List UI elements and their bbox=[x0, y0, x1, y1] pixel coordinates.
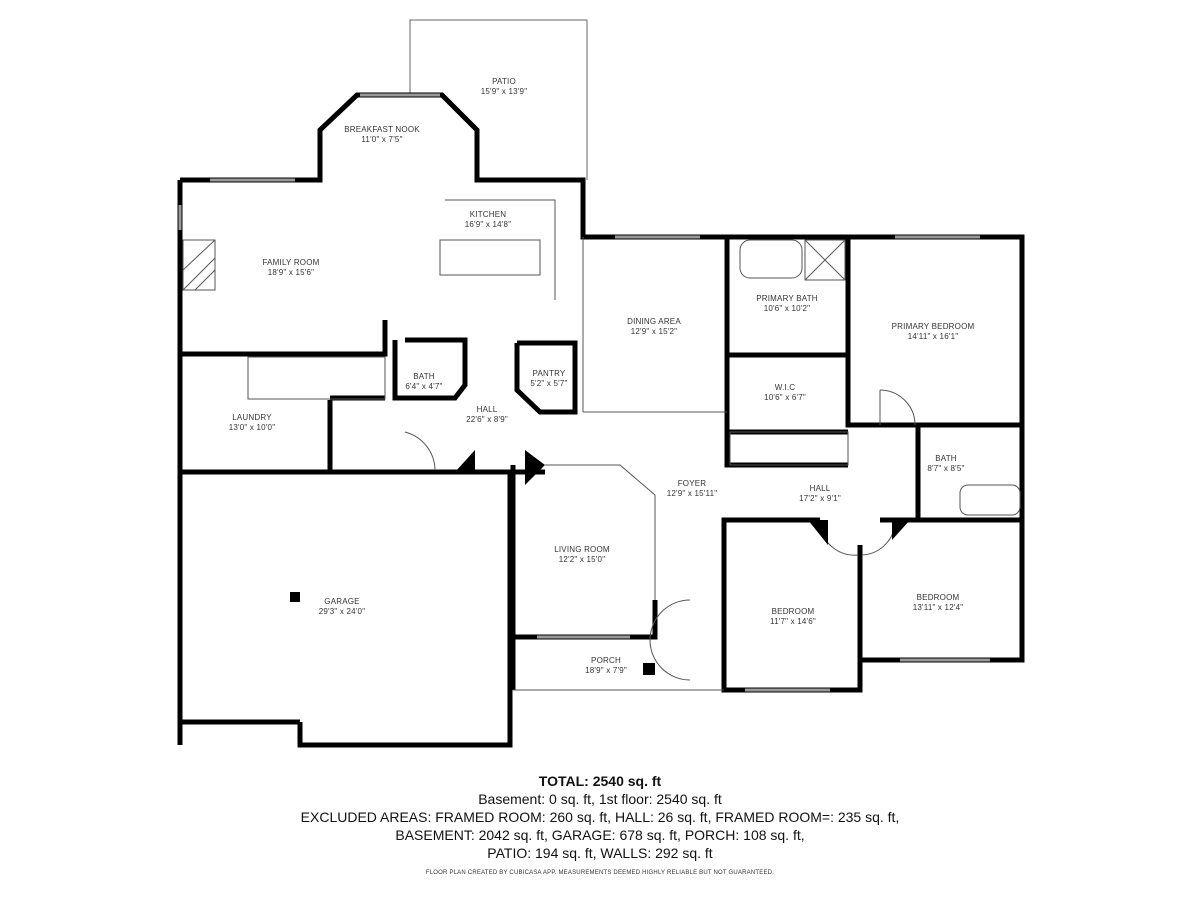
columns bbox=[290, 450, 910, 675]
room-name: PORCH bbox=[591, 656, 621, 665]
room-dims: 12'9" x 15'2" bbox=[630, 327, 678, 336]
room-dims: 10'6" x 6'7" bbox=[764, 393, 806, 402]
room-dims: 6'4" x 4'7" bbox=[405, 382, 443, 391]
room-dims: 12'2" x 15'0" bbox=[558, 555, 606, 564]
room-dims: 18'9" x 15'6" bbox=[267, 268, 315, 277]
room-name: HALL bbox=[809, 484, 831, 493]
patio-outline bbox=[409, 19, 588, 180]
credit-note: FLOOR PLAN CREATED BY CUBICASA APP. MEAS… bbox=[425, 870, 775, 876]
room-dims: 22'6" x 8'9" bbox=[466, 415, 508, 424]
room-dims: 13'0" x 10'0" bbox=[228, 423, 276, 432]
room-name: PRIMARY BEDROOM bbox=[891, 322, 975, 331]
room-name: W.I.C bbox=[774, 383, 796, 392]
room-dims: 29'3" x 24'0" bbox=[318, 607, 366, 616]
room-name: FAMILY ROOM bbox=[262, 258, 320, 267]
room-dims: 11'7" x 14'6" bbox=[770, 617, 816, 626]
room-dims: 8'7" x 8'5" bbox=[927, 464, 965, 473]
room-dims: 10'6" x 10'2" bbox=[763, 304, 811, 313]
room-dims: 13'11" x 12'4" bbox=[912, 603, 964, 612]
room-name: DINING AREA bbox=[627, 317, 681, 326]
room-name: PANTRY bbox=[532, 369, 566, 378]
room-name: FOYER bbox=[677, 479, 707, 488]
room-name: KITCHEN bbox=[469, 210, 507, 219]
room-dims: 11'0" x 7'5" bbox=[361, 135, 403, 144]
area-summary: TOTAL: 2540 sq. ft Basement: 0 sq. ft, 1… bbox=[0, 772, 1200, 862]
room-dims: 14'11" x 16'1" bbox=[907, 332, 959, 341]
room-name: LAUNDRY bbox=[232, 413, 272, 422]
room-name: BATH bbox=[935, 454, 957, 463]
excluded-areas-1: EXCLUDED AREAS: FRAMED ROOM: 260 sq. ft,… bbox=[300, 809, 900, 825]
room-name: LIVING ROOM bbox=[554, 545, 610, 554]
walls bbox=[177, 92, 1025, 748]
room-name: GARAGE bbox=[324, 597, 360, 606]
room-name: PRIMARY BATH bbox=[756, 294, 818, 303]
room-name: BATH bbox=[413, 372, 435, 381]
room-dims: 18'9" x 7'9" bbox=[585, 666, 627, 675]
excluded-areas-3: PATIO: 194 sq. ft, WALLS: 292 sq. ft bbox=[487, 845, 713, 861]
floor-areas: Basement: 0 sq. ft, 1st floor: 2540 sq. … bbox=[478, 791, 722, 807]
window-markers bbox=[178, 93, 990, 692]
excluded-areas-2: BASEMENT: 2042 sq. ft, GARAGE: 678 sq. f… bbox=[395, 827, 805, 843]
total-area: TOTAL: 2540 sq. ft bbox=[538, 773, 662, 789]
room-name: BEDROOM bbox=[916, 593, 960, 602]
room-dims: 12'9" x 15'11" bbox=[666, 489, 718, 498]
room-dims: 5'2" x 5'7" bbox=[530, 379, 568, 388]
room-name: PATIO bbox=[492, 77, 516, 86]
room-name: HALL bbox=[476, 405, 498, 414]
room-name: BREAKFAST NOOK bbox=[344, 125, 420, 134]
room-dims: 17'2" x 9'1" bbox=[799, 494, 841, 503]
room-name: BEDROOM bbox=[771, 607, 815, 616]
room-dims: 16'9" x 14'8" bbox=[464, 220, 512, 229]
room-dims: 15'9" x 13'9" bbox=[480, 87, 528, 96]
